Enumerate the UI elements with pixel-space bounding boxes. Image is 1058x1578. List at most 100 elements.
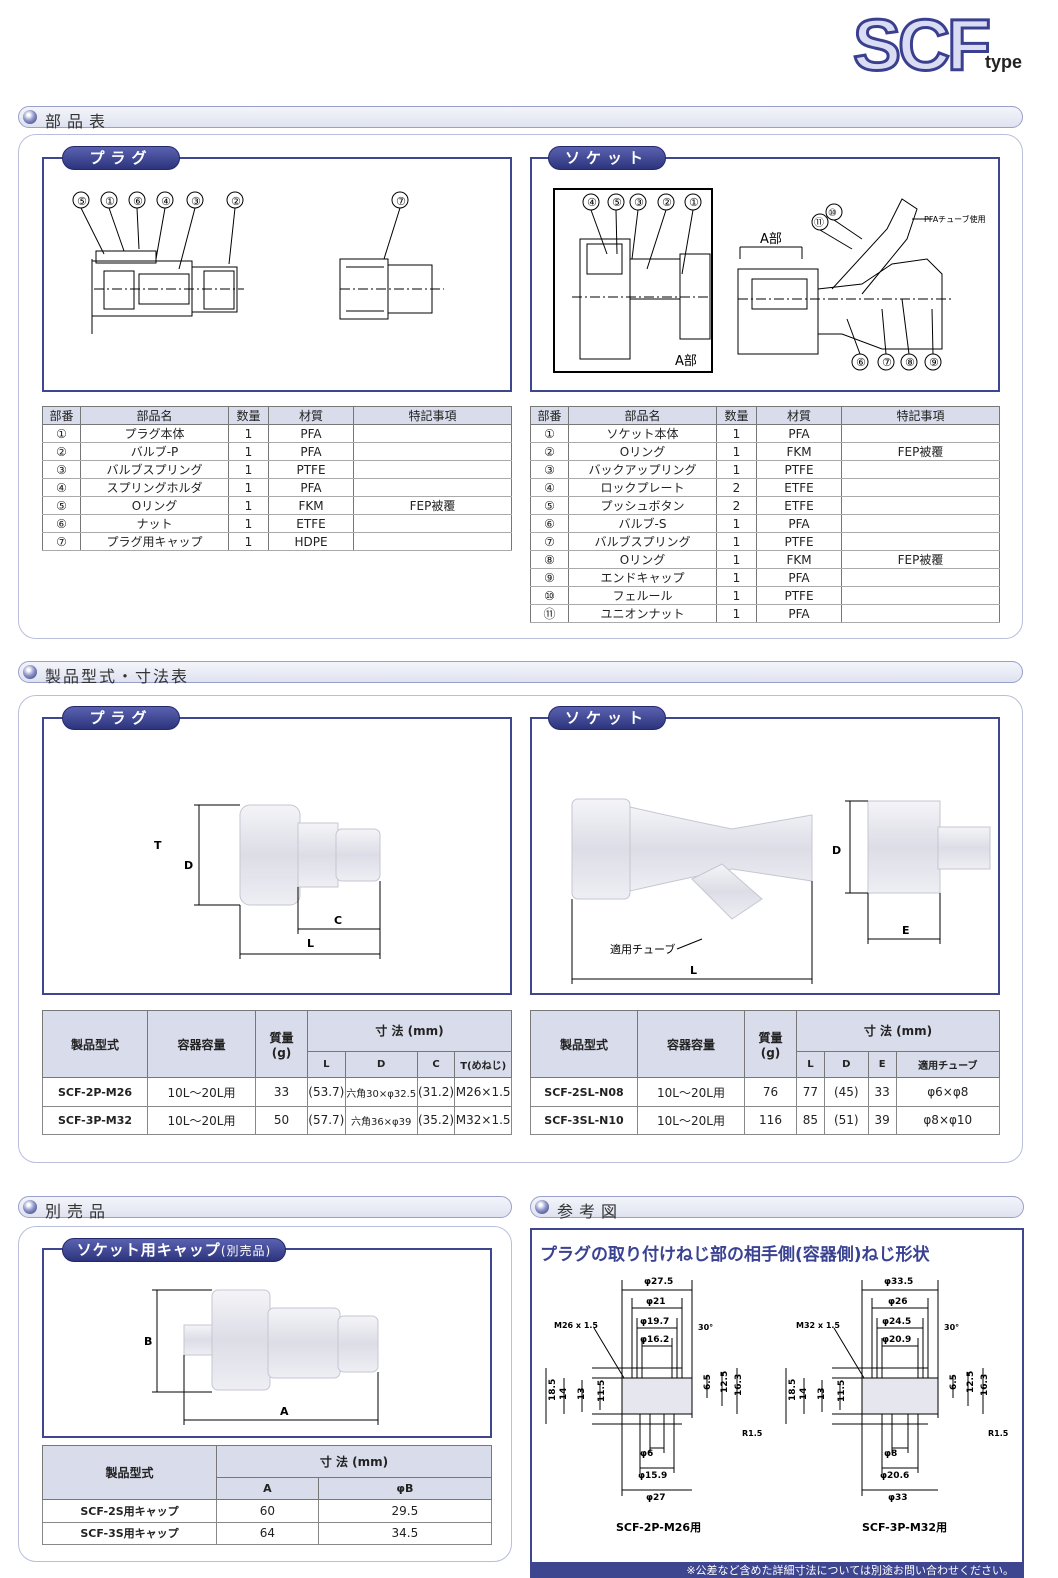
col-header: 特記事項 xyxy=(841,406,1000,425)
cell-note xyxy=(353,442,512,461)
bullet-icon xyxy=(23,665,37,679)
dim-phi: φ15.9 xyxy=(638,1471,667,1481)
dim-height: 14 xyxy=(559,1387,569,1400)
cell-no: ④ xyxy=(42,478,81,497)
cell-mat: PTFE xyxy=(756,460,842,479)
tab-socket: ソケット xyxy=(548,146,666,170)
col-subheader: L xyxy=(796,1050,825,1079)
cell-D: 六角36×φ39 xyxy=(344,1105,418,1136)
cell-qty: 1 xyxy=(228,442,269,461)
col-header: 部品名 xyxy=(80,406,229,425)
cell-name: バルブスプリング xyxy=(568,532,717,551)
cell-qty: 1 xyxy=(716,532,757,551)
tab-sublabel: (別売品) xyxy=(220,1244,272,1258)
cell-cap: 10L～20L用 xyxy=(637,1105,745,1136)
logo-scf: SCF xyxy=(852,6,993,86)
thread-reference-drawing: φ27.5 φ21 φ19.7 φ16.2 M26 x 1.5 30° φ6 φ… xyxy=(545,1277,1009,1534)
cell-qty: 1 xyxy=(228,532,269,551)
dim-phi-outer: φ27.5 xyxy=(644,1277,673,1287)
col-header: 部番 xyxy=(42,406,81,425)
callout-10: ⑩ xyxy=(828,208,837,219)
cell-qty: 1 xyxy=(228,496,269,515)
dim-height: 12.5 xyxy=(720,1371,730,1393)
dim-height: 13 xyxy=(817,1387,827,1400)
dim-label-b: B xyxy=(144,1335,152,1348)
dim-phi: φ21 xyxy=(646,1297,666,1307)
angle-label: 30° xyxy=(698,1323,713,1332)
tab-plug: プラグ xyxy=(62,146,180,170)
cell-D: (51) xyxy=(823,1105,869,1136)
cell-cap: 10L～20L用 xyxy=(147,1077,256,1107)
cell-note xyxy=(841,514,1000,533)
cell-L: 85 xyxy=(796,1105,825,1136)
callout-5: ⑤ xyxy=(77,195,87,208)
logo-type: type xyxy=(984,52,1022,72)
section-title: 製品型式・寸法表 xyxy=(45,667,190,686)
dim-height: 14 xyxy=(799,1387,809,1400)
cell-no: ② xyxy=(42,442,81,461)
table-subheader-row: L D C T(めねじ) xyxy=(43,1050,512,1079)
cell-mat: ETFE xyxy=(756,478,842,497)
cell-model: SCF-3SL-N10 xyxy=(530,1105,638,1136)
cell-note: FEP被覆 xyxy=(353,496,512,515)
cell-C: (35.2) xyxy=(416,1105,456,1136)
col-header: 材質 xyxy=(268,406,354,425)
table-subheader-row: A φB xyxy=(43,1476,493,1501)
cell-no: ① xyxy=(42,424,81,443)
cell-tube: φ6×φ8 xyxy=(895,1077,1001,1107)
cell-qty: 2 xyxy=(716,496,757,515)
cap-product-image: B A xyxy=(42,1248,492,1438)
cell-mat: PTFE xyxy=(756,586,842,605)
callout-7: ⑦ xyxy=(882,356,892,369)
col-header: 部品名 xyxy=(568,406,717,425)
cell-mat: HDPE xyxy=(268,532,354,551)
section-bar-options: 別売品 xyxy=(18,1196,512,1221)
dim-label-l: L xyxy=(307,937,314,950)
cell-mat: PTFE xyxy=(756,532,842,551)
col-subheader: E xyxy=(867,1050,897,1079)
cell-C: (31.2) xyxy=(416,1077,456,1107)
col-header: 製品型式 xyxy=(42,1444,217,1501)
cell-cap: 10L～20L用 xyxy=(637,1077,745,1107)
cell-name: Oリング xyxy=(568,550,717,569)
radius-label: R1.5 xyxy=(988,1429,1009,1438)
cell-model: SCF-3P-M32 xyxy=(42,1105,148,1136)
cell-mat: FKM xyxy=(268,496,354,515)
cell-name: バルブスプリング xyxy=(80,460,229,479)
table-header-row: 部番 部品名 数量 材質 特記事項 xyxy=(530,406,1000,425)
plug-photo: T D C L xyxy=(154,804,381,959)
dim-phi: φ19.7 xyxy=(640,1317,669,1327)
col-header: 寸 法 (mm) xyxy=(796,1010,1000,1052)
plug-parts-drawing: ⑤ ① ⑥ ④ ③ ② ⑦ xyxy=(42,157,512,392)
cell-mat: ETFE xyxy=(756,496,842,515)
callout-2: ② xyxy=(231,195,241,208)
cell-cap: 10L～20L用 xyxy=(147,1105,256,1136)
drawing-caption-right: SCF-3P-M32用 xyxy=(862,1521,947,1534)
callout-2: ② xyxy=(662,196,672,209)
cell-E: 39 xyxy=(867,1105,897,1136)
cell-mat: PFA xyxy=(756,604,842,623)
dim-phi: φ26 xyxy=(888,1297,908,1307)
dim-phi: φ27 xyxy=(646,1493,666,1503)
dim-height: 16.3 xyxy=(734,1374,744,1396)
col-subheader: φB xyxy=(317,1476,493,1501)
col-header: 材質 xyxy=(756,406,842,425)
dim-label-d: D xyxy=(832,844,841,857)
cell-no: ⑧ xyxy=(530,550,569,569)
cell-qty: 1 xyxy=(716,550,757,569)
callout-11: ⑪ xyxy=(814,217,824,229)
dim-phi: φ20.6 xyxy=(880,1471,909,1481)
section-title: 別売品 xyxy=(45,1202,112,1221)
cell-no: ⑦ xyxy=(530,532,569,551)
tab-socket-cap: ソケット用キャップ(別売品) xyxy=(62,1238,286,1262)
bullet-icon xyxy=(23,1200,37,1214)
dim-label-c: C xyxy=(334,914,342,927)
table-header-row: 製品型式 容器容量 質量(g) 寸 法 (mm) xyxy=(530,1009,1000,1079)
